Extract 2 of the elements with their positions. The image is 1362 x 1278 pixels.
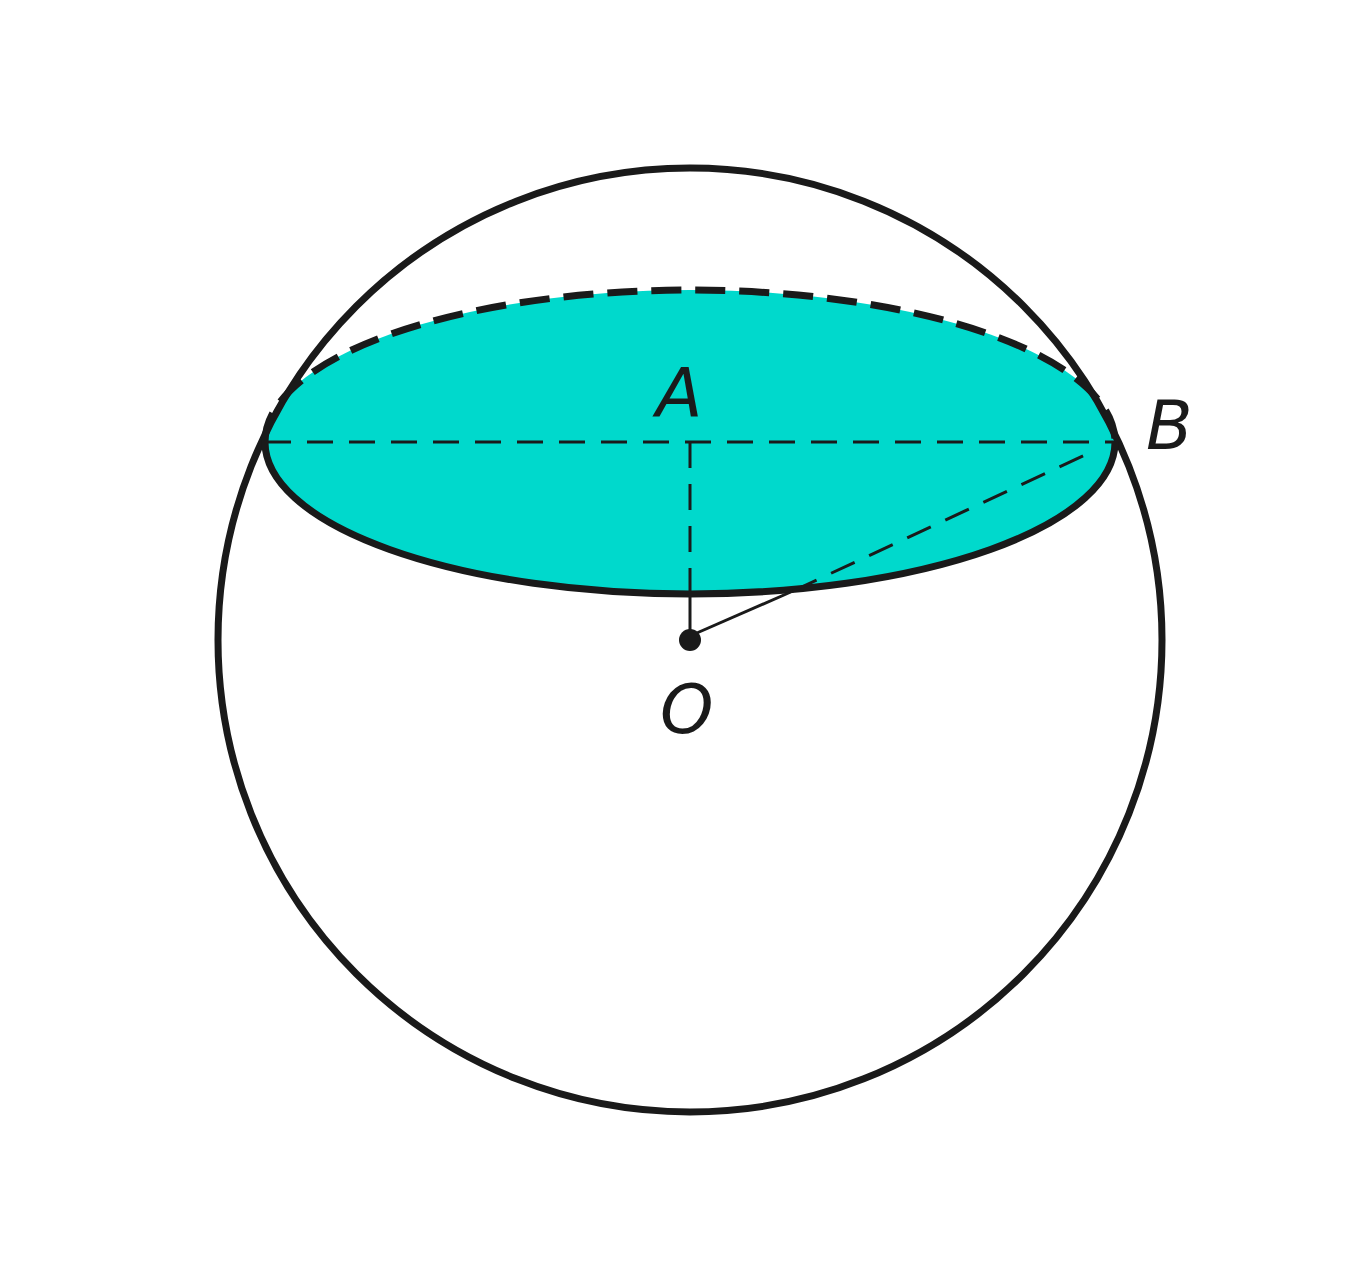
point-label: O [660,676,714,744]
point-label: B [1146,392,1193,460]
